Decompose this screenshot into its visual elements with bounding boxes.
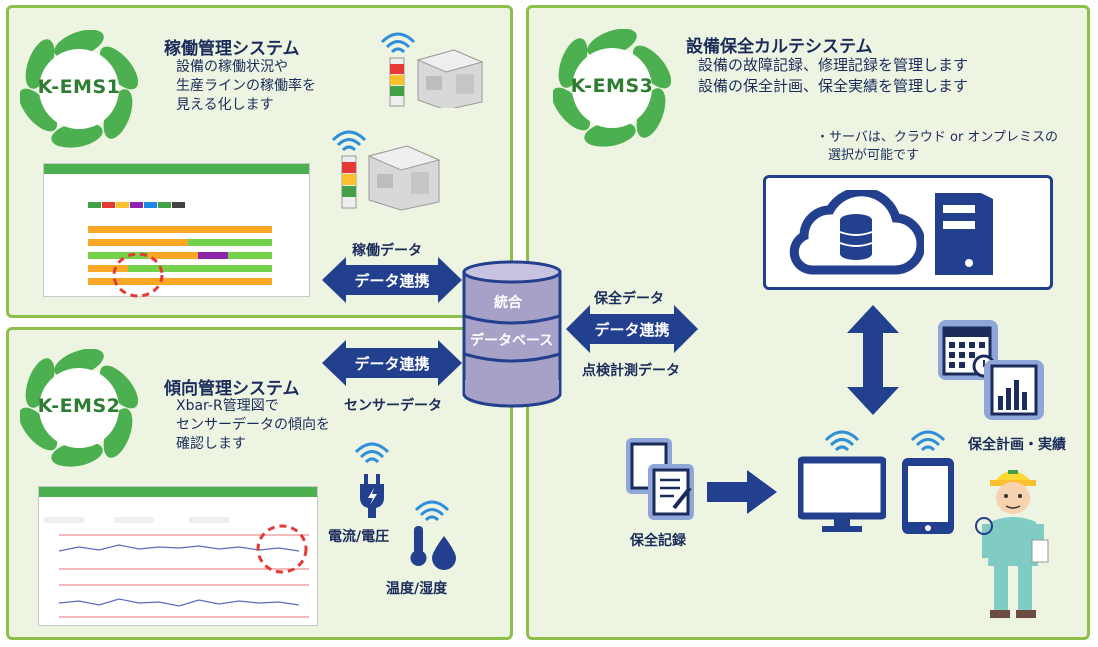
calendar-icon (938, 320, 998, 380)
database-bottom-label: データベース (470, 333, 554, 349)
kems1-badge-label: K-EMS1 (37, 76, 121, 98)
wifi-icon (331, 130, 367, 152)
kems2-badge-label: K-EMS2 (37, 395, 121, 417)
kems1-title: 稼働管理システム (164, 39, 300, 59)
kems1-desc-line1: 設備の稼働状況や (176, 59, 288, 75)
link3-label: データ連携 (594, 321, 670, 339)
wifi-icon (910, 430, 946, 452)
vertical-double-arrow (847, 305, 899, 415)
plan-result-label: 保全計画・実績 (968, 437, 1066, 453)
cloud-icon (789, 190, 924, 275)
operation-data-label: 稼働データ (352, 243, 422, 259)
plug-sensor-illustration (354, 442, 390, 518)
monitor-icon (798, 430, 886, 532)
kems1-screenshot (43, 163, 310, 297)
database-icon (840, 214, 872, 260)
wifi-icon (380, 32, 416, 54)
kems1-desc-line3: 見える化します (176, 97, 274, 113)
link1-double-arrow (322, 257, 462, 303)
kems2-desc-line2: センサーデータの傾向を (176, 417, 330, 433)
database-top-label: 統合 (494, 295, 522, 311)
kems2-highlight-circle (256, 524, 308, 574)
server-note-line2: 選択が可能です (828, 148, 920, 163)
kems3-desc-line2: 設備の保全計画、保全実績を管理します (698, 77, 969, 95)
link2-label: データ連携 (354, 355, 430, 373)
temp-humidity-label: 温度/湿度 (386, 581, 448, 597)
maintenance-data-label: 保全データ (594, 291, 664, 307)
tablet-icon (902, 430, 954, 534)
kems1-highlight-circle (112, 252, 164, 298)
kems3-badge-label: K-EMS3 (570, 75, 654, 97)
kems3-leaf-ring-icon (553, 29, 671, 147)
kems2-desc-line1: Xbar-R管理図で (176, 398, 279, 414)
kems1-desc-line2: 生産ラインの稼働率を (176, 78, 316, 94)
kems2-leaf-ring-icon (20, 349, 138, 467)
link3-double-arrow (566, 305, 698, 353)
thermometer-icon (410, 526, 427, 566)
kems3-title: 設備保全カルテシステム (686, 37, 873, 57)
kems2-title: 傾向管理システム (164, 379, 300, 399)
wifi-icon (824, 430, 860, 452)
droplet-icon (432, 536, 456, 570)
kems2-desc-line3: 確認します (176, 436, 246, 452)
kems1-leaf-ring-icon (20, 30, 138, 148)
server-icon (935, 193, 993, 275)
link2-double-arrow (322, 340, 462, 386)
document-icon (626, 438, 694, 520)
wifi-icon (414, 500, 450, 522)
link1-label: データ連携 (354, 272, 430, 290)
inspection-data-label: 点検計測データ (582, 363, 680, 379)
chart-icon (984, 360, 1044, 420)
integrated-database-cylinder (462, 260, 562, 408)
kems2-screenshot (38, 486, 318, 626)
machine-2-illustration (331, 130, 441, 211)
server-note-line1: ・サーバは、クラウド or オンプレミスの (816, 130, 1059, 145)
record-label: 保全記録 (630, 533, 686, 549)
sensor-data-label: センサーデータ (344, 398, 442, 414)
wifi-icon (354, 442, 390, 464)
right-arrow (707, 470, 777, 514)
worker-icon (975, 470, 1049, 618)
temp-humidity-illustration (410, 500, 456, 570)
current-voltage-label: 電流/電圧 (328, 529, 390, 545)
machine-1-illustration (380, 32, 484, 108)
kems3-desc-line1: 設備の故障記録、修理記録を管理します (698, 56, 969, 74)
